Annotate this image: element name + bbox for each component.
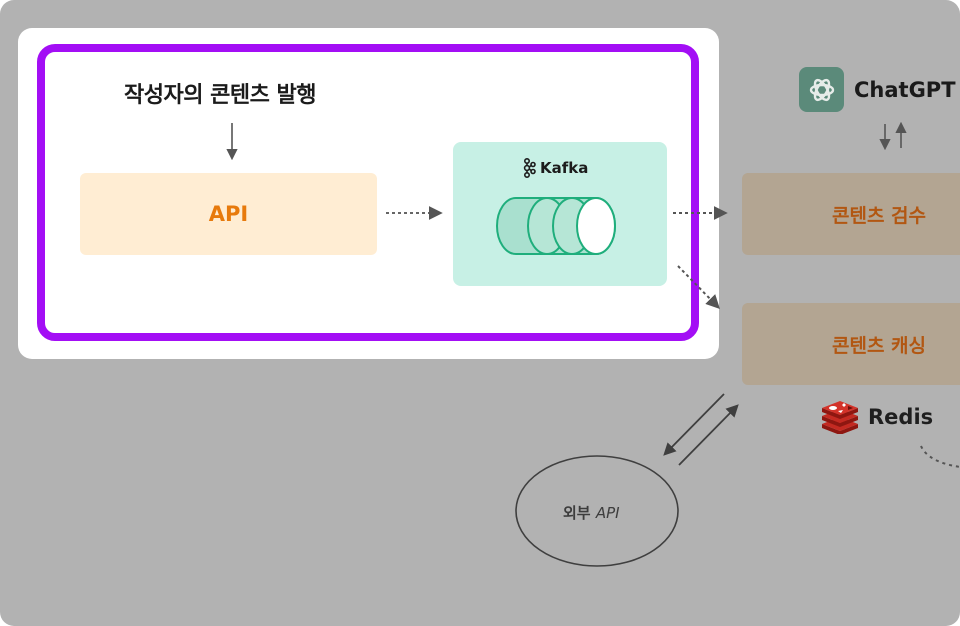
content-review-node: 콘텐츠 검수 — [742, 173, 960, 255]
kafka-header: Kafka — [522, 158, 588, 178]
redis-node: Redis — [820, 400, 933, 434]
external-api-label: 외부 API — [563, 502, 620, 523]
dotted-connector-redis — [920, 445, 960, 468]
external-api-label-en: API — [595, 504, 620, 522]
external-api-label-ko: 외부 — [563, 504, 591, 522]
content-cache-label: 콘텐츠 캐싱 — [832, 334, 927, 357]
redis-label: Redis — [868, 405, 934, 429]
kafka-label: Kafka — [540, 159, 589, 177]
chatgpt-node: ChatGPT — [799, 67, 956, 112]
diagram-title: 작성자의 콘텐츠 발행 — [124, 83, 316, 108]
kafka-icon — [523, 158, 536, 178]
content-cache-node: 콘텐츠 캐싱 — [742, 303, 960, 385]
arrow-external-to-cache — [678, 404, 739, 466]
chatgpt-label: ChatGPT — [854, 77, 956, 102]
redis-icon — [822, 401, 858, 434]
api-node: API — [80, 173, 377, 255]
content-review-label: 콘텐츠 검수 — [832, 204, 927, 227]
openai-icon — [799, 67, 844, 112]
highlight-frame — [37, 44, 699, 341]
arrow-cache-to-external — [663, 393, 725, 456]
api-node-label: API — [208, 202, 249, 226]
